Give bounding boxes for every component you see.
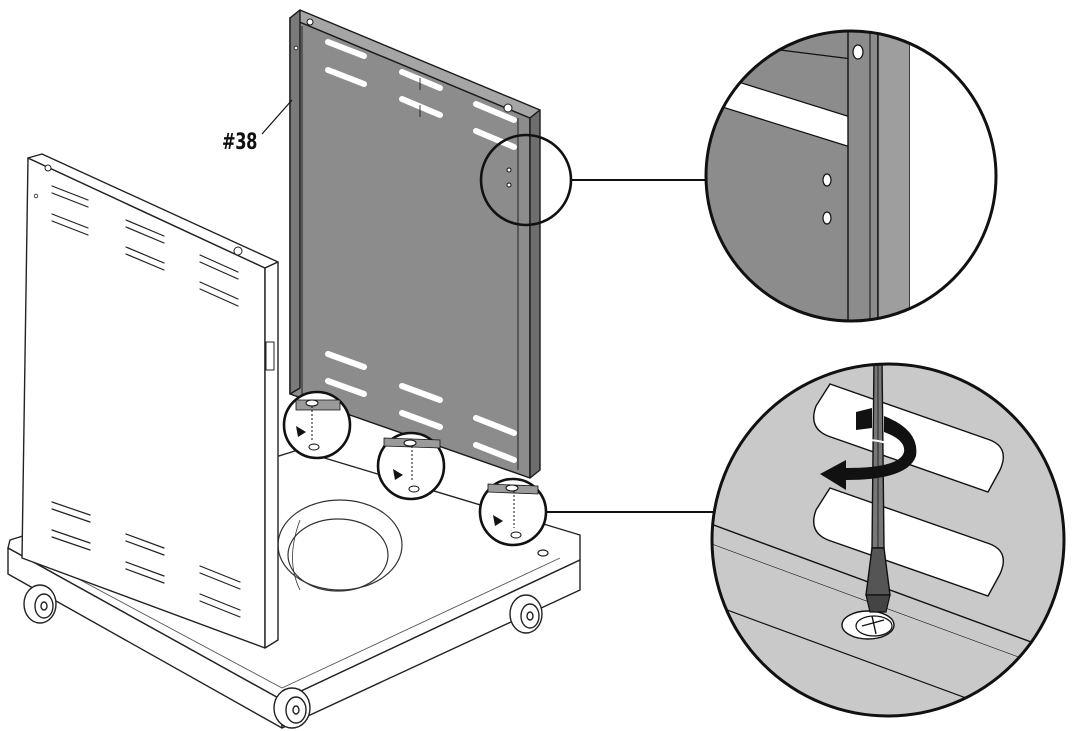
connector-lines [546,179,714,513]
triangle-arrow-icon [493,515,503,526]
base-hole [537,549,549,557]
rear-panel-slots [325,39,517,463]
left-panel-slots [51,185,241,618]
wheel-right [509,594,543,634]
zoom-detail-bottom-frame [710,362,1066,718]
detail-circle-top-holes [506,167,512,188]
zoom-detail-top-frame [704,29,998,323]
part-number-label: #38 [222,130,257,155]
tank-opening [277,499,403,592]
wheels [23,584,543,729]
part-leader-line [261,99,293,135]
detail-circle-bottom-right [478,477,548,547]
triangle-arrow-icon [393,469,403,480]
detail-circle-bottom-left [282,390,352,460]
wheel-front [273,687,311,729]
wheel-left [23,584,57,624]
zoom-detail-bottom [712,364,1064,716]
left-side-panel [21,153,279,649]
rotate-arrow-icon [820,408,917,490]
detail-circle-bottom-middle [376,431,446,501]
zoom-detail-top [706,31,996,321]
triangle-arrow-icon [296,426,306,437]
